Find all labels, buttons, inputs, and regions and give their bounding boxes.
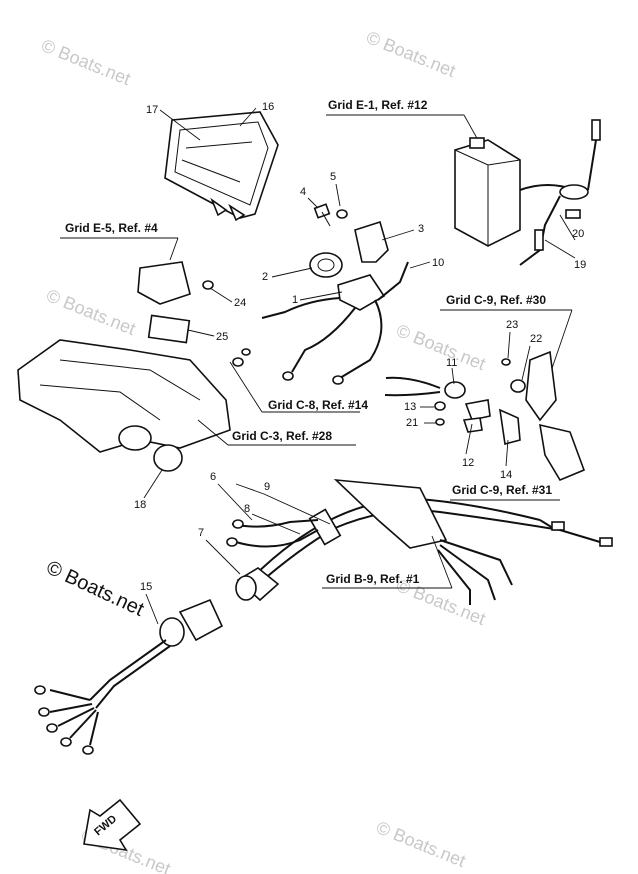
- callout-7: 7: [198, 527, 204, 539]
- callout-4: 4: [300, 186, 306, 198]
- callout-6: 6: [210, 471, 216, 483]
- callout-11: 11: [446, 357, 457, 369]
- ref-grid-e5: Grid E-5, Ref. #4: [65, 221, 158, 235]
- callout-5: 5: [330, 171, 336, 183]
- callout-9: 9: [264, 481, 270, 493]
- callout-20: 20: [572, 228, 584, 240]
- mount-bracket: [137, 261, 251, 367]
- callout-2: 2: [262, 271, 268, 283]
- callout-23: 23: [506, 319, 518, 331]
- cdi-unit: [454, 119, 601, 266]
- solenoid-assembly: [261, 203, 409, 385]
- ref-grid-c8: Grid C-8, Ref. #14: [268, 398, 368, 412]
- watermark: © Boats.net: [364, 27, 459, 81]
- watermark: © Boats.net: [39, 35, 134, 89]
- callout-14: 14: [500, 469, 512, 481]
- engine-casting: [17, 339, 231, 472]
- callout-15: 15: [140, 581, 152, 593]
- extension-harness: [34, 598, 224, 755]
- callout-18: 18: [134, 499, 146, 511]
- callout-3: 3: [418, 223, 424, 235]
- callout-17: 17: [146, 104, 158, 116]
- neutral-switch: [498, 350, 586, 482]
- callout-22: 22: [530, 333, 542, 345]
- switch-parts: [384, 376, 491, 433]
- ref-grid-c9-30: Grid C-9, Ref. #30: [446, 293, 546, 307]
- callout-16: 16: [262, 101, 274, 113]
- switch-panel: [159, 107, 279, 222]
- callout-12: 12: [462, 457, 474, 469]
- callout-25: 25: [216, 331, 228, 343]
- forward-arrow-icon: FWD: [83, 798, 142, 852]
- ref-grid-c3: Grid C-3, Ref. #28: [232, 429, 332, 443]
- ref-grid-c9-31: Grid C-9, Ref. #31: [452, 483, 552, 497]
- watermark: © Boats.net: [374, 817, 469, 871]
- callout-10: 10: [432, 257, 444, 269]
- ref-grid-b9: Grid B-9, Ref. #1: [326, 572, 420, 586]
- ref-grid-e1: Grid E-1, Ref. #12: [328, 98, 428, 112]
- callout-1: 1: [292, 294, 298, 306]
- main-harness: [226, 478, 613, 605]
- watermark: © Boats.net: [394, 320, 489, 374]
- callout-19: 19: [574, 259, 586, 271]
- callout-8: 8: [244, 503, 250, 515]
- callout-24: 24: [234, 297, 246, 309]
- callout-13: 13: [404, 401, 416, 413]
- watermark-dark: © Boats.net: [43, 557, 148, 621]
- watermark: © Boats.net: [44, 285, 139, 339]
- callout-21: 21: [406, 417, 418, 429]
